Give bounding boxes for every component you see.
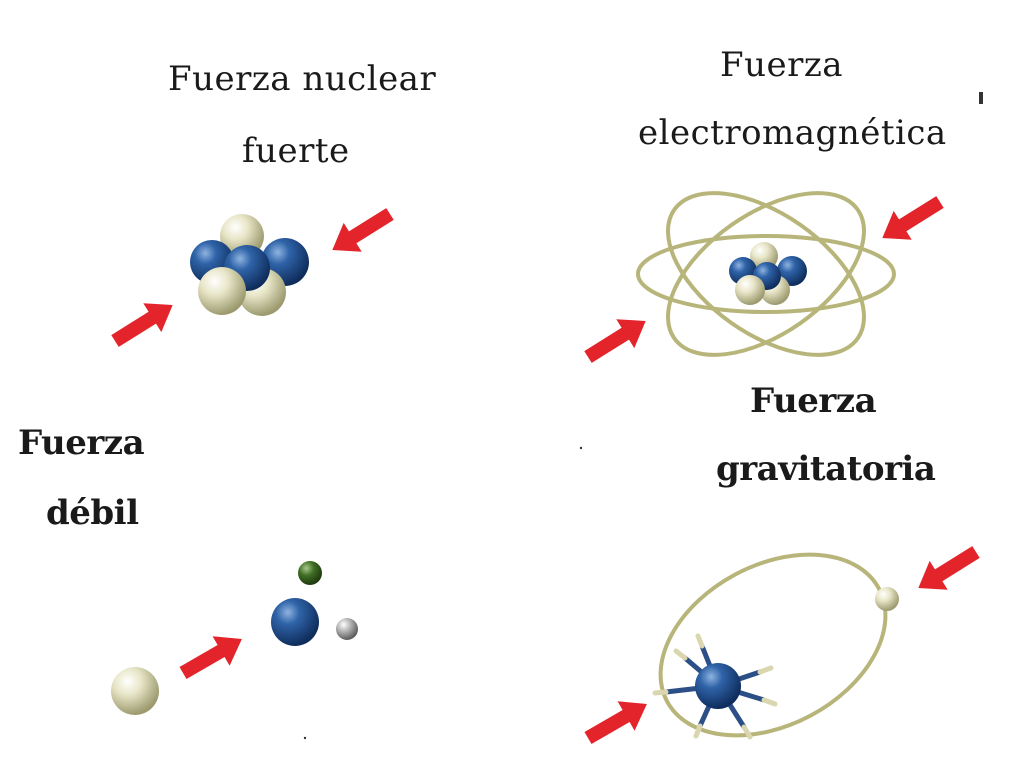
edge-artifact bbox=[979, 92, 983, 104]
arrow-icon bbox=[584, 701, 647, 745]
gravitational-system bbox=[652, 552, 899, 740]
electromagnetic-atom bbox=[636, 191, 896, 357]
strong-force-title-line2: fuerte bbox=[242, 131, 350, 171]
weak-force-title-line1: Fuerza bbox=[18, 423, 145, 463]
electron-orbit bbox=[636, 234, 896, 314]
grey-particle bbox=[336, 618, 358, 640]
orbiting-body bbox=[875, 587, 899, 611]
weak-force-title-line2: débil bbox=[46, 493, 139, 533]
electromagnetic-force-title-line1: Fuerza bbox=[720, 45, 844, 85]
strong-force-title-line1: Fuerza nuclear bbox=[168, 59, 437, 99]
strong-force-nucleus bbox=[190, 214, 309, 316]
orbit bbox=[658, 552, 888, 738]
speck bbox=[303, 736, 307, 740]
central-body bbox=[695, 663, 741, 709]
incoming-particle bbox=[111, 667, 159, 715]
arrow-icon bbox=[584, 319, 646, 363]
speck bbox=[579, 446, 583, 450]
arrow-icon bbox=[111, 303, 173, 347]
arrow-icon bbox=[882, 196, 944, 240]
arrow-icon bbox=[918, 546, 980, 590]
electromagnetic-force-title-line2: electromagnética bbox=[638, 113, 947, 153]
star-ray-tips bbox=[652, 633, 778, 740]
nucleus-particle bbox=[271, 598, 319, 646]
gravitational-force-title-line2: gravitatoria bbox=[716, 449, 936, 489]
gravitational-force-title-line1: Fuerza bbox=[750, 381, 877, 421]
arrow-icon bbox=[332, 208, 394, 252]
green-particle bbox=[298, 561, 322, 585]
neutron bbox=[198, 267, 246, 315]
arrow-icon bbox=[179, 636, 242, 680]
neutron bbox=[735, 275, 765, 305]
electron-orbit bbox=[666, 191, 866, 357]
weak-force-particles bbox=[111, 561, 358, 715]
electron-orbit bbox=[666, 191, 866, 357]
